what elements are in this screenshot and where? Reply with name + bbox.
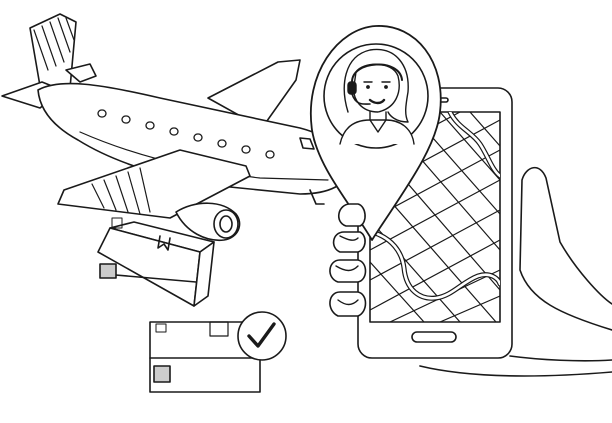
phone-home-button [412,332,456,342]
cargo-box-icon [98,218,214,306]
box-tape [210,322,228,336]
tail-stripes [34,18,74,70]
hand-wrist [420,366,612,376]
hand-icon [420,168,612,376]
hand-fingers [330,204,366,316]
hand-thumb [510,356,612,361]
support-agent-headset-icon [340,49,414,144]
box-side-face [194,242,214,306]
airplane-windows [98,110,274,158]
box-fragile-mark [156,324,166,332]
box-label [100,264,116,278]
checkmark-icon [238,312,286,360]
airplane-tail-fin [30,14,76,88]
airplane-rear-stabilizer-top [66,64,96,82]
airplane-near-wing [58,150,250,218]
map-icon [370,112,500,322]
airplane-engine-intake [214,210,238,238]
airplane-nose-detail [310,190,324,204]
box-fragile-mark [112,218,122,228]
hand-palm [520,168,612,330]
location-pin-icon [311,26,441,240]
box-label [154,366,170,382]
airplane-icon [2,14,350,240]
wing-stripes [92,168,150,214]
airplane-cockpit-window [300,138,314,149]
box-tape [158,236,170,250]
